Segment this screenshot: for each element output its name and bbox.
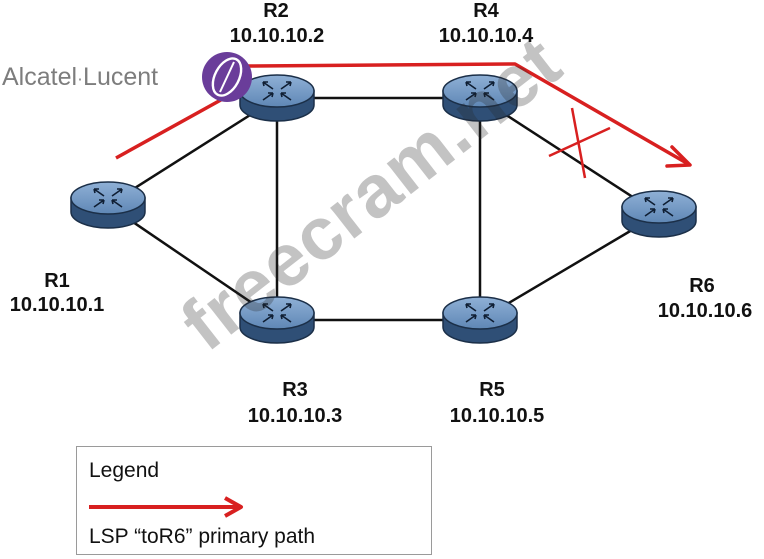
router-r4-icon [442, 74, 518, 122]
brand-name-part2: Lucent [83, 63, 159, 91]
routers-layer [70, 74, 697, 344]
lsp-arrowhead [665, 145, 692, 168]
legend-lsp-arrow-icon [89, 496, 243, 518]
router-name-r3: R3 [282, 379, 308, 401]
router-r1-icon [70, 181, 146, 229]
router-ip-r4: 10.10.10.4 [438, 25, 534, 47]
legend-box: Legend LSP “toR6” primary path [76, 446, 432, 555]
link-failure-mark [548, 107, 611, 179]
router-ip-r6: 10.10.10.6 [657, 300, 753, 322]
brand-separator: · [77, 68, 84, 89]
router-ip-r5: 10.10.10.5 [449, 405, 545, 427]
router-r2-icon [239, 74, 315, 122]
brand-wordmark: Alcatel·Lucent [2, 62, 158, 93]
router-r5-icon [442, 296, 518, 344]
router-name-r1: R1 [44, 270, 70, 292]
link-r4-r6 [479, 96, 660, 216]
router-name-r2: R2 [263, 0, 289, 22]
router-ip-r3: 10.10.10.3 [247, 405, 343, 427]
legend-lsp-label: LSP “toR6” primary path [89, 525, 316, 548]
router-name-r6: R6 [689, 275, 715, 297]
router-ip-r2: 10.10.10.2 [229, 25, 325, 47]
link-r1-r3 [107, 203, 278, 322]
legend-title: Legend [89, 459, 160, 482]
router-r6-icon [621, 190, 697, 238]
router-name-r4: R4 [473, 0, 499, 22]
brand-name-part1: Alcatel [2, 63, 78, 91]
router-name-r5: R5 [479, 379, 505, 401]
router-ip-r1: 10.10.10.1 [9, 294, 105, 316]
link-r5-r6 [479, 212, 660, 322]
router-r3-icon [239, 296, 315, 344]
alcatel-lucent-logo-icon [202, 52, 252, 102]
